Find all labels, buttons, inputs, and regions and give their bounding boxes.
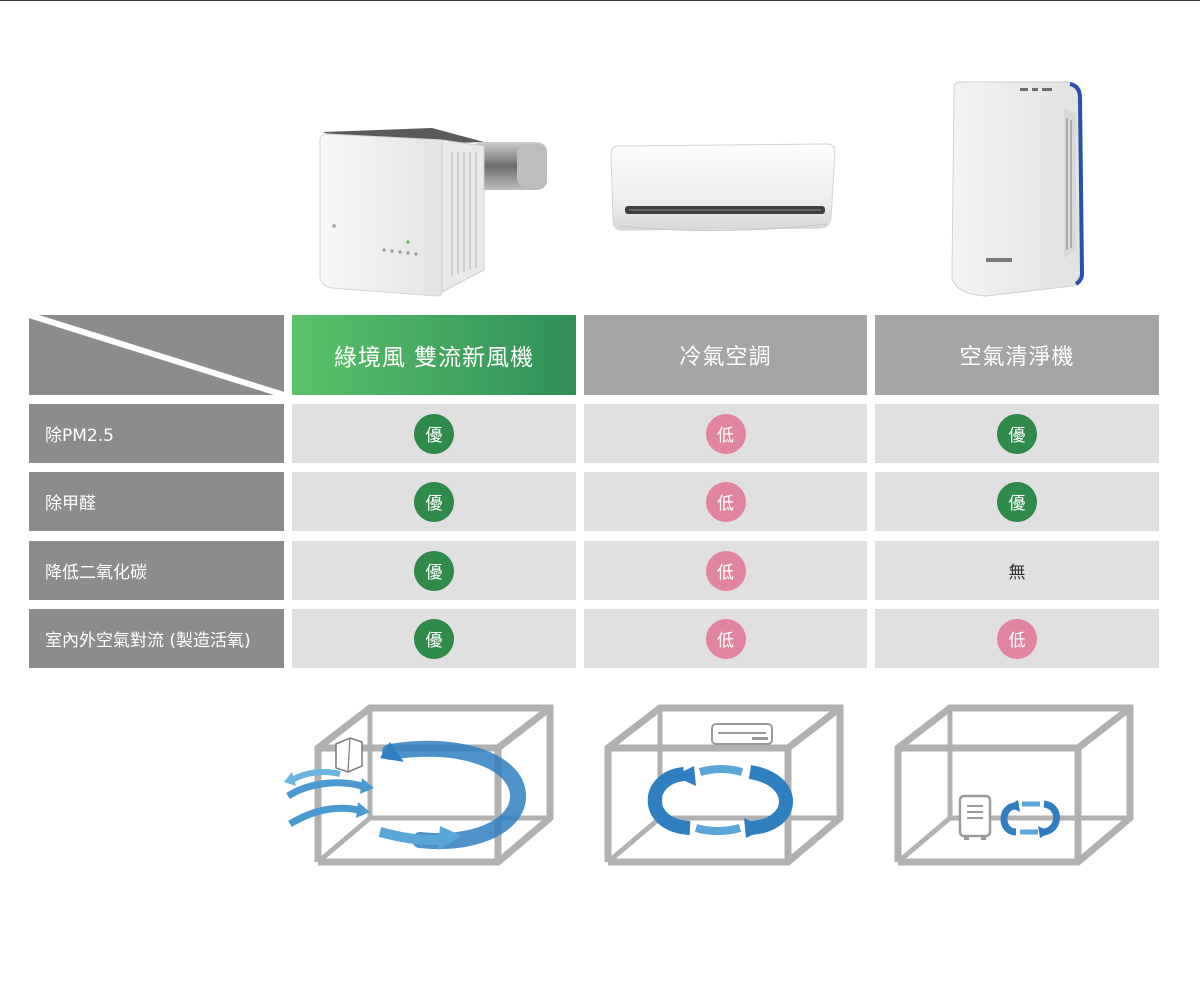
fresh-air-unit-image xyxy=(312,120,562,300)
table-corner-cell xyxy=(29,315,284,395)
table-cell: 優 xyxy=(875,404,1159,463)
row-label-pm25: 除PM2.5 xyxy=(29,404,284,463)
room-recirculation-ac-icon xyxy=(600,700,850,870)
rating-badge-good: 優 xyxy=(997,481,1037,522)
row-label-formaldehyde: 除甲醛 xyxy=(29,472,284,531)
column-header-air-conditioner: 冷氣空調 xyxy=(584,315,867,395)
table-cell: 低 xyxy=(584,609,867,668)
rating-badge-good: 優 xyxy=(414,413,454,454)
rating-badge-low: 低 xyxy=(997,618,1037,659)
top-border-line xyxy=(0,0,1200,1)
room-purifier-recirculation-icon xyxy=(890,700,1140,870)
table-cell: 無 xyxy=(875,541,1159,600)
air-purifier-image xyxy=(946,78,1096,300)
rating-badge-low: 低 xyxy=(705,550,746,591)
rating-badge-good: 優 xyxy=(414,550,454,591)
rating-text-none: 無 xyxy=(1008,563,1026,583)
table-cell: 優 xyxy=(292,541,576,600)
row-label-co2: 降低二氧化碳 xyxy=(29,541,284,600)
rating-badge-good: 優 xyxy=(414,481,454,522)
table-cell: 低 xyxy=(584,404,867,463)
rating-badge-good: 優 xyxy=(414,618,454,659)
table-cell: 低 xyxy=(875,609,1159,668)
rating-badge-low: 低 xyxy=(705,481,746,522)
rating-badge-low: 低 xyxy=(705,413,746,454)
table-cell: 優 xyxy=(875,472,1159,531)
table-cell: 低 xyxy=(584,541,867,600)
rating-badge-good: 優 xyxy=(997,413,1037,454)
wall-air-conditioner-image xyxy=(605,140,840,240)
table-cell: 優 xyxy=(292,609,576,668)
rating-badge-low: 低 xyxy=(705,618,746,659)
table-cell: 優 xyxy=(292,404,576,463)
row-label-air-convection: 室內外空氣對流 (製造活氧) xyxy=(29,609,284,668)
table-cell: 低 xyxy=(584,472,867,531)
table-cell: 優 xyxy=(292,472,576,531)
column-header-air-purifier: 空氣清淨機 xyxy=(875,315,1159,395)
column-header-fresh-air-unit: 綠境風 雙流新風機 xyxy=(292,315,576,395)
room-cross-ventilation-icon xyxy=(280,700,565,870)
